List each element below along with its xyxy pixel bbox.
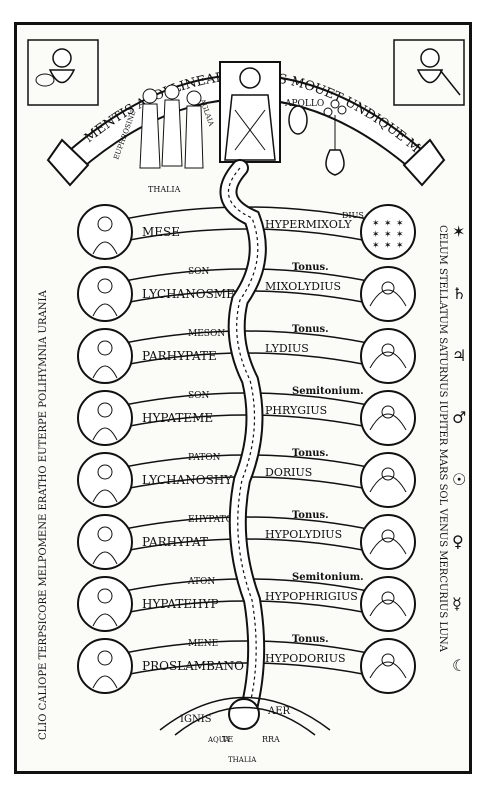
band-2-interval: Semitonium. (292, 386, 364, 397)
band-1-mid: LYCHANOSME (142, 287, 235, 301)
planet-medallion-2 (360, 328, 416, 384)
bottom-thalia: THALIA (228, 756, 257, 764)
band-2-mode: LYDIUS (265, 342, 309, 355)
grace-thalia: THALIA (148, 185, 181, 194)
band-7-mode: HYPODORIUS (265, 652, 346, 665)
band-1-interval: Tonus. (292, 324, 329, 335)
planet-medallion-1 (360, 266, 416, 322)
muse-medallion-1 (77, 266, 133, 322)
band-5-top: EHYPATO (188, 515, 233, 525)
band-6-interval: Tonus. (292, 634, 329, 645)
planet-medallion-0: ✶✶✶✶✶✶✶✶✶ (360, 204, 416, 260)
muse-medallion-7 (77, 638, 133, 694)
planet-symbol-4: ☉ (452, 470, 466, 489)
svg-text:✶: ✶ (372, 219, 380, 229)
planet-medallions: ✶✶✶✶✶✶✶✶✶ (360, 204, 416, 694)
svg-text:✶: ✶ (372, 241, 380, 251)
svg-text:✶: ✶ (396, 219, 404, 229)
element-aqua: AQUA (207, 736, 230, 744)
flower-vase (323, 99, 347, 176)
svg-text:✶: ✶ (384, 219, 392, 229)
band-3-mid: HYPATEME (142, 411, 213, 425)
muse-medallions (77, 204, 133, 694)
planets-text: CELUM STELLATUM SATURNUS IUPITER MARS SO… (437, 225, 448, 653)
cherub-right (393, 39, 465, 106)
band-5-interval: Semitonium. (292, 572, 364, 583)
band-0-interval: Tonus. (292, 262, 329, 273)
muse-medallion-6 (77, 576, 133, 632)
band-4-interval: Tonus. (292, 510, 329, 521)
element-ignis: IGNIS (180, 714, 212, 725)
band-7-top: MENE (188, 639, 218, 649)
planet-symbol-6: ☿ (452, 594, 462, 613)
planet-symbol-0: ✶ (452, 222, 465, 241)
band-1-top: SON (188, 267, 210, 277)
planet-symbols: ✶ ♄ ♃ ♂ ☉ ♀ ☿ ☾ (452, 222, 466, 675)
band-2-mid: PARHYPATE (142, 349, 217, 363)
svg-text:✶: ✶ (396, 230, 404, 240)
muses-text: CLIO CALIOPE TERPSICORE MELPOMENE ERATHO… (38, 290, 49, 740)
band-4-mode: DORIUS (265, 466, 312, 479)
muse-medallion-3 (77, 390, 133, 446)
planet-symbol-5: ♀ (452, 532, 464, 551)
planet-symbol-7: ☾ (452, 656, 466, 675)
element-terra-left: TE (222, 735, 233, 744)
muse-medallion-5 (77, 514, 133, 570)
band-6-top: ATON (187, 577, 215, 587)
band-4-mid: LYCHANOSHY (142, 473, 233, 487)
svg-text:✶: ✶ (384, 241, 392, 251)
band-0-mode: HYPERMIXOLY (265, 218, 352, 231)
band-5-mid: PARHYPAT (142, 535, 208, 549)
serpent (219, 159, 267, 730)
muse-medallion-2 (77, 328, 133, 384)
band-7-mid: PROSLAMBANO (142, 659, 244, 673)
band-7: MENE PROSLAMBANO HYPODORIUS (109, 639, 383, 679)
band-4-top: PATON (188, 453, 221, 463)
svg-text:✶: ✶ (384, 230, 392, 240)
band-3-mode: PHRYGIUS (265, 404, 327, 417)
band-1-mode: MIXOLYDIUS (265, 280, 341, 293)
element-aer: AER (267, 706, 291, 717)
svg-text:✶: ✶ (396, 241, 404, 251)
planet-medallion-6 (360, 576, 416, 632)
elements-bottom: IGNIS AER AQUA TE RRA THALIA (159, 696, 331, 764)
band-3-top: SON (188, 391, 210, 401)
planet-symbol-2: ♃ (452, 346, 466, 365)
band-3-interval: Tonus. (292, 448, 329, 459)
muses-column: CLIO CALIOPE TERPSICORE MELPOMENE ERATHO… (38, 290, 49, 740)
apollo-label: APOLLO (284, 99, 324, 109)
planet-symbol-3: ♂ (452, 408, 466, 427)
muse-medallion-0 (77, 204, 133, 260)
planet-medallion-4 (360, 452, 416, 508)
band-5-mode: HYPOLYDIUS (265, 528, 342, 541)
planet-medallion-5 (360, 514, 416, 570)
planet-symbol-1: ♄ (452, 284, 466, 303)
band-6-mode: HYPOPHRIGIUS (265, 590, 358, 603)
muse-medallion-4 (77, 452, 133, 508)
planet-medallion-3 (360, 390, 416, 446)
band-0-mid: MESE (142, 225, 180, 239)
svg-text:✶: ✶ (372, 230, 380, 240)
apollo-figure: APOLLO (219, 61, 324, 163)
element-terra-right: RRA (262, 735, 280, 744)
cherub-left (27, 39, 99, 106)
band-2-top: MESON (188, 329, 225, 339)
band-2: MESON PARHYPATE LYDIUS Semitonium. (109, 329, 383, 397)
band-0-tail: DIUS (342, 211, 364, 220)
planets-column: CELUM STELLATUM SATURNUS IUPITER MARS SO… (437, 225, 448, 653)
band-6-mid: HYPATEHYP (142, 597, 219, 611)
planet-medallion-7 (360, 638, 416, 694)
